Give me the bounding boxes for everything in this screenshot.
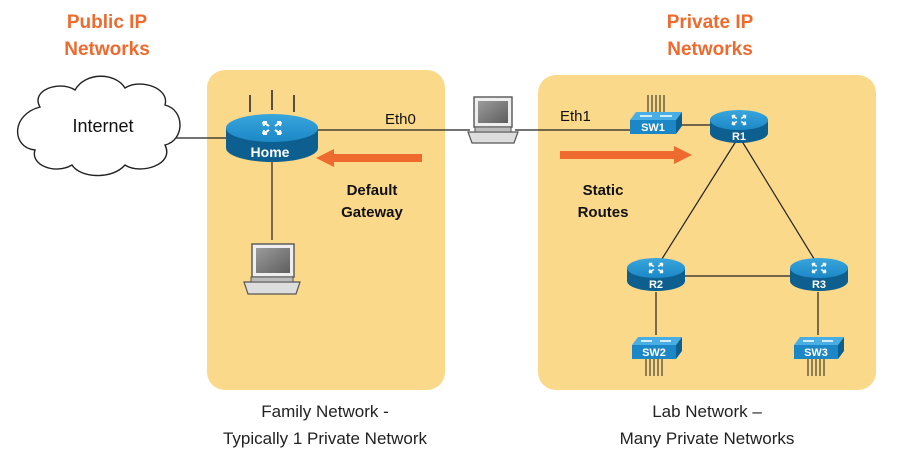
r2-label: R2: [649, 279, 663, 291]
family-laptop-icon: [243, 243, 301, 295]
family-caption-line2: Typically 1 Private Network: [223, 429, 428, 448]
private-heading-line1: Private IP: [667, 12, 754, 33]
default-gateway-arrow: [316, 149, 422, 167]
r1-router-icon: [710, 110, 768, 143]
sw1-label: SW1: [641, 122, 665, 134]
lab-caption-line1: Lab Network –: [652, 402, 762, 421]
eth0-label: Eth0: [385, 111, 416, 128]
default-gateway-line2: Gateway: [341, 204, 403, 221]
network-links: [170, 124, 819, 335]
internet-cloud-icon: [16, 75, 181, 177]
private-heading-line2: Networks: [667, 39, 753, 60]
public-heading-line2: Networks: [64, 39, 150, 60]
r3-label: R3: [812, 279, 826, 291]
public-heading-line1: Public IP: [67, 12, 148, 33]
static-routes-arrow: [560, 146, 692, 164]
family-caption-line1: Family Network -: [261, 402, 389, 421]
home-router-label: Home: [251, 144, 290, 160]
sw3-switch-icon: [794, 337, 844, 376]
home-router-icon: [226, 90, 318, 162]
sw2-switch-icon: [632, 337, 682, 376]
static-routes-line1: Static: [583, 182, 624, 199]
r2-router-icon: [627, 258, 685, 291]
default-gateway-line1: Default: [347, 182, 398, 199]
sw1-switch-icon: [630, 95, 682, 134]
lab-caption-line2: Many Private Networks: [620, 429, 795, 448]
sw3-label: SW3: [804, 347, 828, 359]
laptop-icon: [467, 96, 519, 144]
static-routes-line2: Routes: [578, 204, 629, 221]
eth1-label: Eth1: [560, 108, 591, 125]
link-r1-r2: [659, 137, 739, 263]
r3-router-icon: [790, 258, 848, 291]
internet-label: Internet: [72, 116, 133, 136]
sw2-label: SW2: [642, 347, 666, 359]
r1-label: R1: [732, 131, 746, 143]
link-r1-r3: [739, 137, 817, 263]
